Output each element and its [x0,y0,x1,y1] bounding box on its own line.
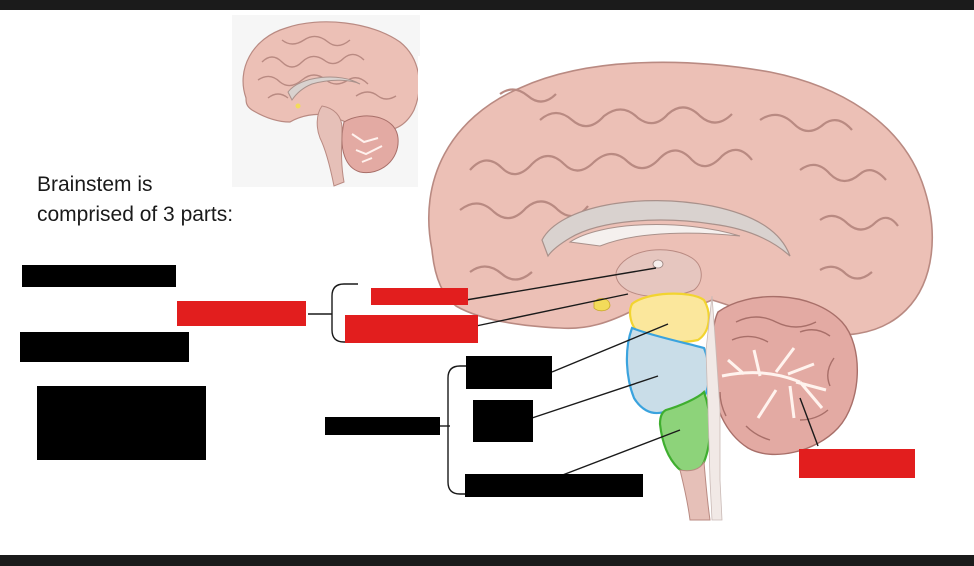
interthalamic-adhesion [652,259,664,269]
slide: Brainstem is comprised of 3 parts: [0,10,974,555]
redacted-label-1 [22,265,176,287]
inset-corpus-callosum [287,76,361,101]
redacted-label-brainstem [325,417,440,435]
highlight-labels [177,288,915,478]
caption-line-1: Brainstem is [37,173,153,196]
leader-pons [531,375,659,419]
inset-pituitary-dot [295,103,301,109]
lateral-ventricle [568,224,741,247]
thalamus [615,249,702,298]
highlight-label-diencephalon [177,301,306,326]
redacted-label-2 [20,332,189,362]
midbrain-region [629,292,710,344]
corpus-callosum [541,200,791,258]
highlight-label-cerebellum [799,449,915,478]
cerebral-gyri [459,88,899,281]
leader-midbrain [551,323,669,373]
cerebellum-folia [719,316,835,441]
leader-hypothalamus [475,293,629,327]
spinal-cord [679,460,711,521]
main-brain-figure [418,56,942,521]
redacted-label-medulla [465,474,643,497]
inset-cerebellum-folia [351,133,383,163]
inset-brain-figure [232,15,420,187]
brainstem-caption: Brainstem is comprised of 3 parts: [37,170,233,230]
brain-diagram [20,15,942,521]
redacted-label-pons [473,400,533,442]
inset-gyri [257,35,397,100]
highlight-label-hypothalamus [345,315,478,343]
vertebral-column [705,295,723,521]
caption-line-2: comprised of 3 parts: [37,203,234,226]
inset-brainstem [316,105,345,187]
bracket-brainstem [447,365,466,495]
leader-cerebellum [799,397,819,447]
leader-thalamus [465,267,657,301]
bracket-upper [331,283,358,343]
pituitary [593,298,611,312]
redacted-labels [20,265,643,497]
leader-medulla [559,429,681,477]
redacted-label-midbrain [466,356,552,389]
redacted-label-3 [37,386,206,460]
highlight-label-thalamus [371,288,468,305]
inset-cerebellum [341,115,399,174]
leader-lines [308,267,819,495]
cerebellum-arbor-vitae [721,347,827,419]
